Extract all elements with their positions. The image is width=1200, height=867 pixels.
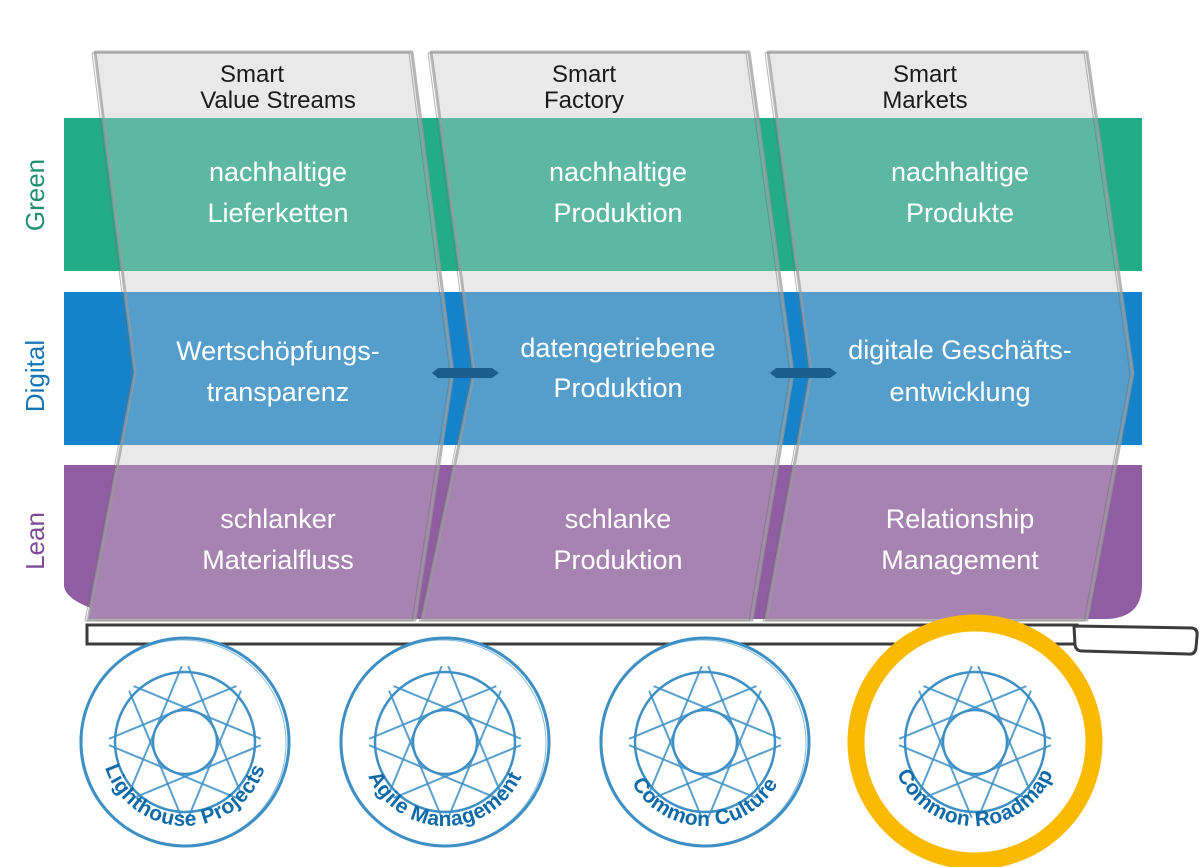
cell-digital-3-line1: digitale Geschäfts- (848, 335, 1072, 365)
cell-lean-1 (88, 465, 439, 619)
wheel-common-culture[interactable]: Common Culture (599, 636, 811, 848)
connector-1-2 (432, 368, 499, 378)
wheel-hub (411, 708, 479, 776)
column-2-title-line1: Smart (552, 61, 616, 88)
cell-green-1-line1: nachhaltige (209, 157, 347, 187)
cell-green-3-line1: nachhaltige (891, 157, 1029, 187)
cell-green-2-line1: nachhaltige (549, 157, 687, 187)
wheel-rim (633, 670, 777, 814)
connector-2-3 (770, 368, 837, 378)
cell-green-1-line2: Lieferketten (207, 198, 348, 228)
wheel-rim (113, 670, 257, 814)
column-1-title-line2: Value Streams (200, 87, 356, 114)
wheel-lighthouse-projects[interactable]: Lighthouse Projects (79, 636, 291, 848)
cell-digital-2-line2: Produktion (553, 373, 682, 403)
column-3-title-line1: Smart (893, 61, 957, 88)
cell-green-1 (103, 118, 440, 271)
wheel-tire-sketch (339, 639, 547, 847)
cell-lean-1-line2: Materialfluss (202, 545, 354, 575)
wheel-hub (671, 708, 739, 776)
column-1 (84, 50, 455, 622)
cell-lean-3-line1: Relationship (886, 504, 1035, 534)
columns (84, 50, 1135, 622)
connectors (432, 368, 837, 378)
column-3-title-line2: Markets (882, 87, 967, 114)
cell-digital-1-line2: transparenz (207, 377, 350, 407)
cell-green-2-line2: Produktion (553, 198, 682, 228)
cell-lean-2-line2: Produktion (553, 545, 682, 575)
cell-green-3 (776, 118, 1119, 271)
cell-digital-1-line1: Wertschöpfungs- (176, 336, 380, 366)
wheel-rim (373, 670, 517, 814)
wheel-agile-management[interactable]: Agile Management (339, 636, 551, 848)
cell-lean-3-line2: Management (881, 545, 1039, 575)
chassis-handle (1072, 624, 1199, 656)
wheel-hub (941, 708, 1009, 776)
wagon-chassis (85, 623, 1199, 656)
cell-lean-1-line1: schlanker (220, 504, 336, 534)
row-label-lean: Lean (20, 512, 50, 570)
column-1-title-line1: Smart (220, 61, 284, 88)
cell-digital-1 (121, 292, 454, 445)
wheel-tire-sketch (599, 639, 807, 847)
cell-digital-2-line1: datengetriebene (520, 333, 715, 363)
row-label-digital: Digital (20, 340, 50, 412)
cell-digital-3 (797, 292, 1133, 445)
wheel-tire-sketch (79, 639, 287, 847)
column-2 (418, 50, 795, 622)
column-1-outline (86, 50, 455, 622)
column-1-outline-sketch (84, 52, 451, 622)
cell-digital-3-line2: entwicklung (889, 377, 1030, 407)
column-3 (762, 50, 1135, 622)
row-labels: Green Digital Lean (20, 159, 50, 570)
cell-lean-3 (766, 465, 1116, 619)
column-texts: Smart Value Streams nachhaltige Lieferke… (176, 61, 1072, 575)
column-2-title-line2: Factory (544, 87, 624, 114)
cell-digital-2 (458, 292, 793, 445)
cell-lean-2-line1: schlanke (565, 504, 672, 534)
cell-green-2 (439, 118, 779, 271)
wheel-rim (903, 670, 1047, 814)
cell-lean-2 (422, 465, 778, 619)
row-label-green: Green (20, 159, 50, 231)
wheel-common-roadmap[interactable]: Common Roadmap (847, 614, 1103, 867)
wheel-hub (151, 708, 219, 776)
cell-green-3-line2: Produkte (906, 198, 1014, 228)
